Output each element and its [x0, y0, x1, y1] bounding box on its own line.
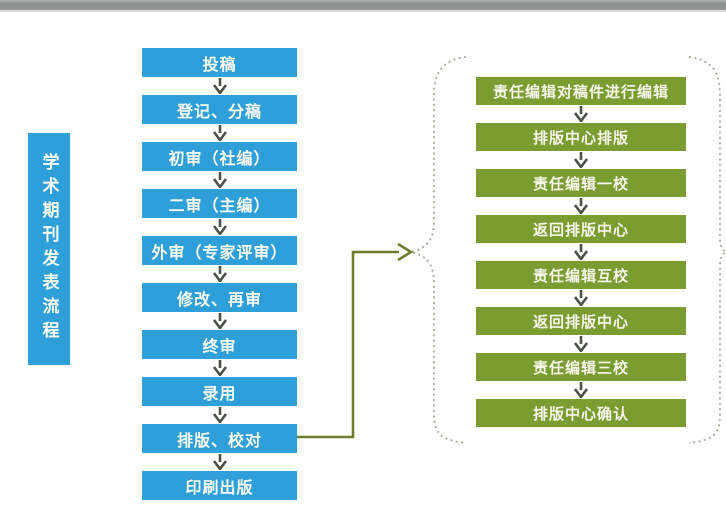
- flow-step: 外审（专家评审）: [142, 236, 297, 265]
- arrow-down-icon: [476, 289, 686, 307]
- dashed-brace-left: [410, 56, 467, 444]
- sub-flow-column: 责任编辑对稿件进行编辑 排版中心排版 责任编辑一校 返回排版中心 责任编辑互校 …: [476, 77, 686, 427]
- arrow-down-icon: [142, 218, 297, 236]
- flow-step: 初审（社编）: [142, 142, 297, 171]
- flow-step: 终审: [142, 330, 297, 359]
- top-bar: [0, 0, 726, 12]
- arrow-down-icon: [142, 124, 297, 142]
- main-flow-column: 投稿 登记、分稿 初审（社编） 二审（主编） 外审（专家评审） 修改、再审 终审…: [142, 48, 297, 500]
- arrow-down-icon: [142, 312, 297, 330]
- sub-step: 责任编辑互校: [476, 261, 686, 289]
- sub-step: 排版中心排版: [476, 123, 686, 151]
- arrow-down-icon: [142, 406, 297, 424]
- connector-arrow-right-icon: [297, 242, 414, 439]
- arrow-down-icon: [142, 171, 297, 189]
- arrow-down-icon: [476, 197, 686, 215]
- sub-step: 责任编辑对稿件进行编辑: [476, 77, 686, 105]
- sub-step: 排版中心确认: [476, 399, 686, 427]
- arrow-down-icon: [142, 265, 297, 283]
- arrow-down-icon: [142, 453, 297, 471]
- arrow-down-icon: [476, 105, 686, 123]
- arrow-down-icon: [142, 77, 297, 95]
- arrow-down-icon: [476, 243, 686, 261]
- flow-step: 登记、分稿: [142, 95, 297, 124]
- arrow-down-icon: [476, 151, 686, 169]
- arrow-down-icon: [142, 359, 297, 377]
- dashed-brace-right: [688, 56, 726, 444]
- sub-step: 返回排版中心: [476, 215, 686, 243]
- sub-step: 返回排版中心: [476, 307, 686, 335]
- flow-step: 修改、再审: [142, 283, 297, 312]
- sub-step: 责任编辑三校: [476, 353, 686, 381]
- flow-step: 印刷出版: [142, 471, 297, 500]
- arrow-down-icon: [476, 381, 686, 399]
- flow-step: 投稿: [142, 48, 297, 77]
- flow-step: 二审（主编）: [142, 189, 297, 218]
- process-title-vertical: 学术期刊发表流程: [28, 133, 70, 365]
- flow-step: 录用: [142, 377, 297, 406]
- flow-step: 排版、校对: [142, 424, 297, 453]
- arrow-down-icon: [476, 335, 686, 353]
- sub-step: 责任编辑一校: [476, 169, 686, 197]
